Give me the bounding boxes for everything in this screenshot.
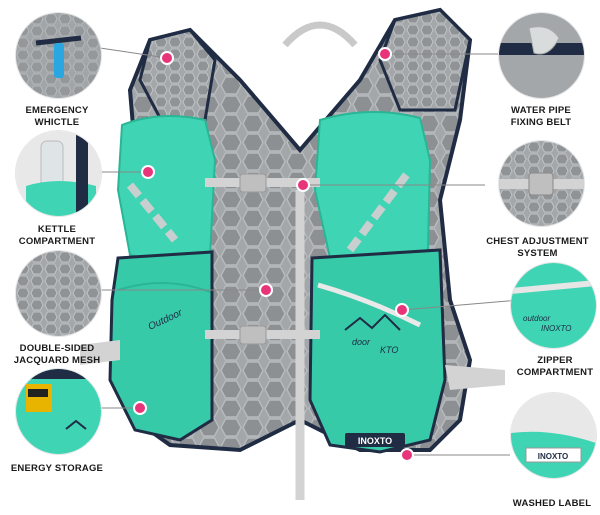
energy-storage-label: ENERGY STORAGE bbox=[10, 463, 104, 474]
washed-label-detail: INOXTO bbox=[510, 392, 597, 479]
carry-loop bbox=[282, 21, 358, 48]
right-lower-pocket bbox=[308, 248, 447, 454]
washed-circle-label-text: INOXTO bbox=[538, 452, 569, 461]
right-pocket-brand-2: KTO bbox=[380, 345, 398, 355]
washed-label-label: WASHED LABEL bbox=[512, 498, 592, 509]
jacquard-mesh-detail bbox=[15, 250, 102, 337]
water-pipe-belt-detail bbox=[498, 12, 585, 99]
bottom-brand-label bbox=[345, 433, 405, 447]
emergency-whistle-detail bbox=[15, 12, 102, 99]
callout-lines bbox=[99, 47, 521, 456]
kettle-compartment-detail bbox=[15, 130, 102, 217]
bottom-label-text: INOXTO bbox=[358, 436, 392, 446]
chest-adjustment-detail bbox=[498, 140, 585, 227]
zipper-compartment-detail: outdoor INOXTO bbox=[510, 262, 597, 349]
energy-storage-detail bbox=[15, 368, 102, 455]
zipper-circle-text1: outdoor bbox=[523, 314, 550, 323]
right-pocket-brand: door bbox=[352, 337, 371, 347]
feature-markers bbox=[133, 47, 414, 462]
zipper-circle-text2: INOXTO bbox=[541, 324, 572, 333]
right-shoulder-strap bbox=[378, 8, 472, 112]
right-bottle-pocket bbox=[313, 110, 432, 267]
left-lower-pocket bbox=[108, 250, 214, 442]
